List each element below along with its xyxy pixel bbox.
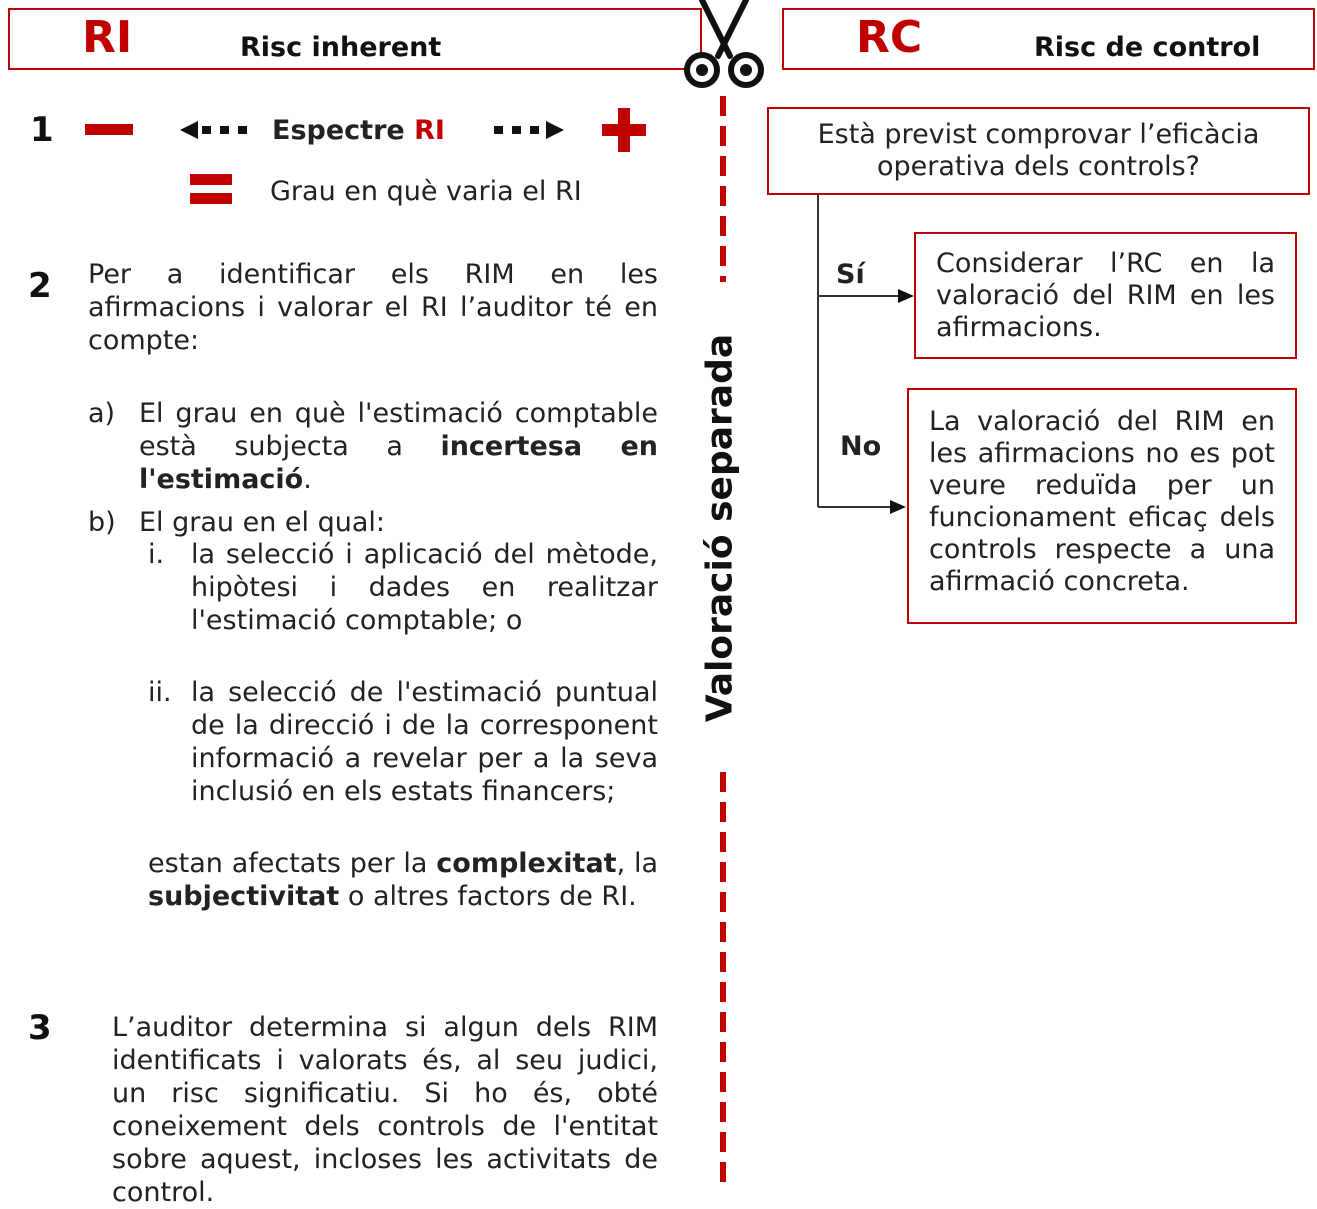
- equals-icon: [190, 174, 232, 204]
- ri-header-code: RI: [82, 12, 133, 63]
- separator-line-top: [720, 96, 726, 282]
- closing-bold1: complexitat: [436, 848, 617, 879]
- closing-bold2: subjectivitat: [148, 881, 340, 912]
- step3-number: 3: [28, 1008, 52, 1048]
- question-text: Està previst comprovar l’eficàcia operat…: [817, 119, 1260, 182]
- rc-header-label: Risc de control: [1034, 32, 1261, 63]
- question-box: Està previst comprovar l’eficàcia operat…: [767, 107, 1310, 195]
- item-a-marker: a): [88, 398, 116, 429]
- yes-box: Considerar l’RC en la valoració del RIM …: [914, 232, 1297, 359]
- item-b-marker: b): [88, 507, 116, 538]
- item-ii-marker: ii.: [148, 677, 172, 708]
- separator-line-bottom: [720, 772, 726, 1191]
- no-box: La valoració del RIM en les afirmacions …: [907, 388, 1297, 624]
- rc-header-code: RC: [856, 12, 923, 63]
- minus-icon: [85, 124, 133, 135]
- plus-icon: [602, 108, 646, 152]
- item-i-marker: i.: [148, 539, 165, 570]
- step2-number: 2: [28, 266, 52, 306]
- step2-closing: estan afectats per la complexitat, la su…: [148, 847, 658, 913]
- left-arrow-icon: [180, 121, 247, 139]
- step2-intro: Per a identificar els RIM en les afirmac…: [88, 259, 658, 356]
- yes-label: Sí: [836, 259, 865, 290]
- ri-header: RI Risc inherent: [8, 8, 702, 70]
- flow-connectors: [817, 195, 914, 514]
- spectrum-code: RI: [414, 115, 445, 146]
- spectrum-text: Espectre: [272, 115, 405, 146]
- closing-part2: , la: [616, 848, 658, 879]
- equal-text: Grau en què varia el RI: [270, 176, 582, 207]
- closing-part1: estan afectats per la: [148, 848, 428, 879]
- step1-number: 1: [30, 110, 54, 150]
- no-label: No: [840, 431, 882, 462]
- closing-part3: o altres factors de RI.: [347, 881, 637, 912]
- right-arrow-icon: [494, 121, 564, 139]
- ri-header-label: Risc inherent: [240, 32, 442, 63]
- item-b-text: El grau en el qual:: [139, 507, 386, 538]
- rc-header: RC Risc de control: [782, 8, 1315, 70]
- item-a-end: .: [303, 464, 312, 495]
- yes-text: Considerar l’RC en la valoració del RIM …: [936, 248, 1275, 343]
- separator-label: Valoració separada: [699, 333, 741, 723]
- scissors-icon: [684, 0, 764, 88]
- item-a-text: El grau en què l'estimació comptable est…: [139, 397, 658, 496]
- step3-text: L’auditor determina si algun dels RIM id…: [112, 1012, 658, 1208]
- no-text: La valoració del RIM en les afirmacions …: [929, 406, 1275, 597]
- item-ii-text: la selecció de l'estimació puntual de la…: [191, 677, 658, 807]
- item-a-body: El grau en què l'estimació comptable est…: [139, 398, 658, 462]
- item-i-text: la selecció i aplicació del mètode, hipò…: [191, 539, 658, 636]
- item-a-bold: incertesa en l'estimació: [139, 431, 658, 495]
- spectrum-label: Espectre RI: [272, 114, 445, 147]
